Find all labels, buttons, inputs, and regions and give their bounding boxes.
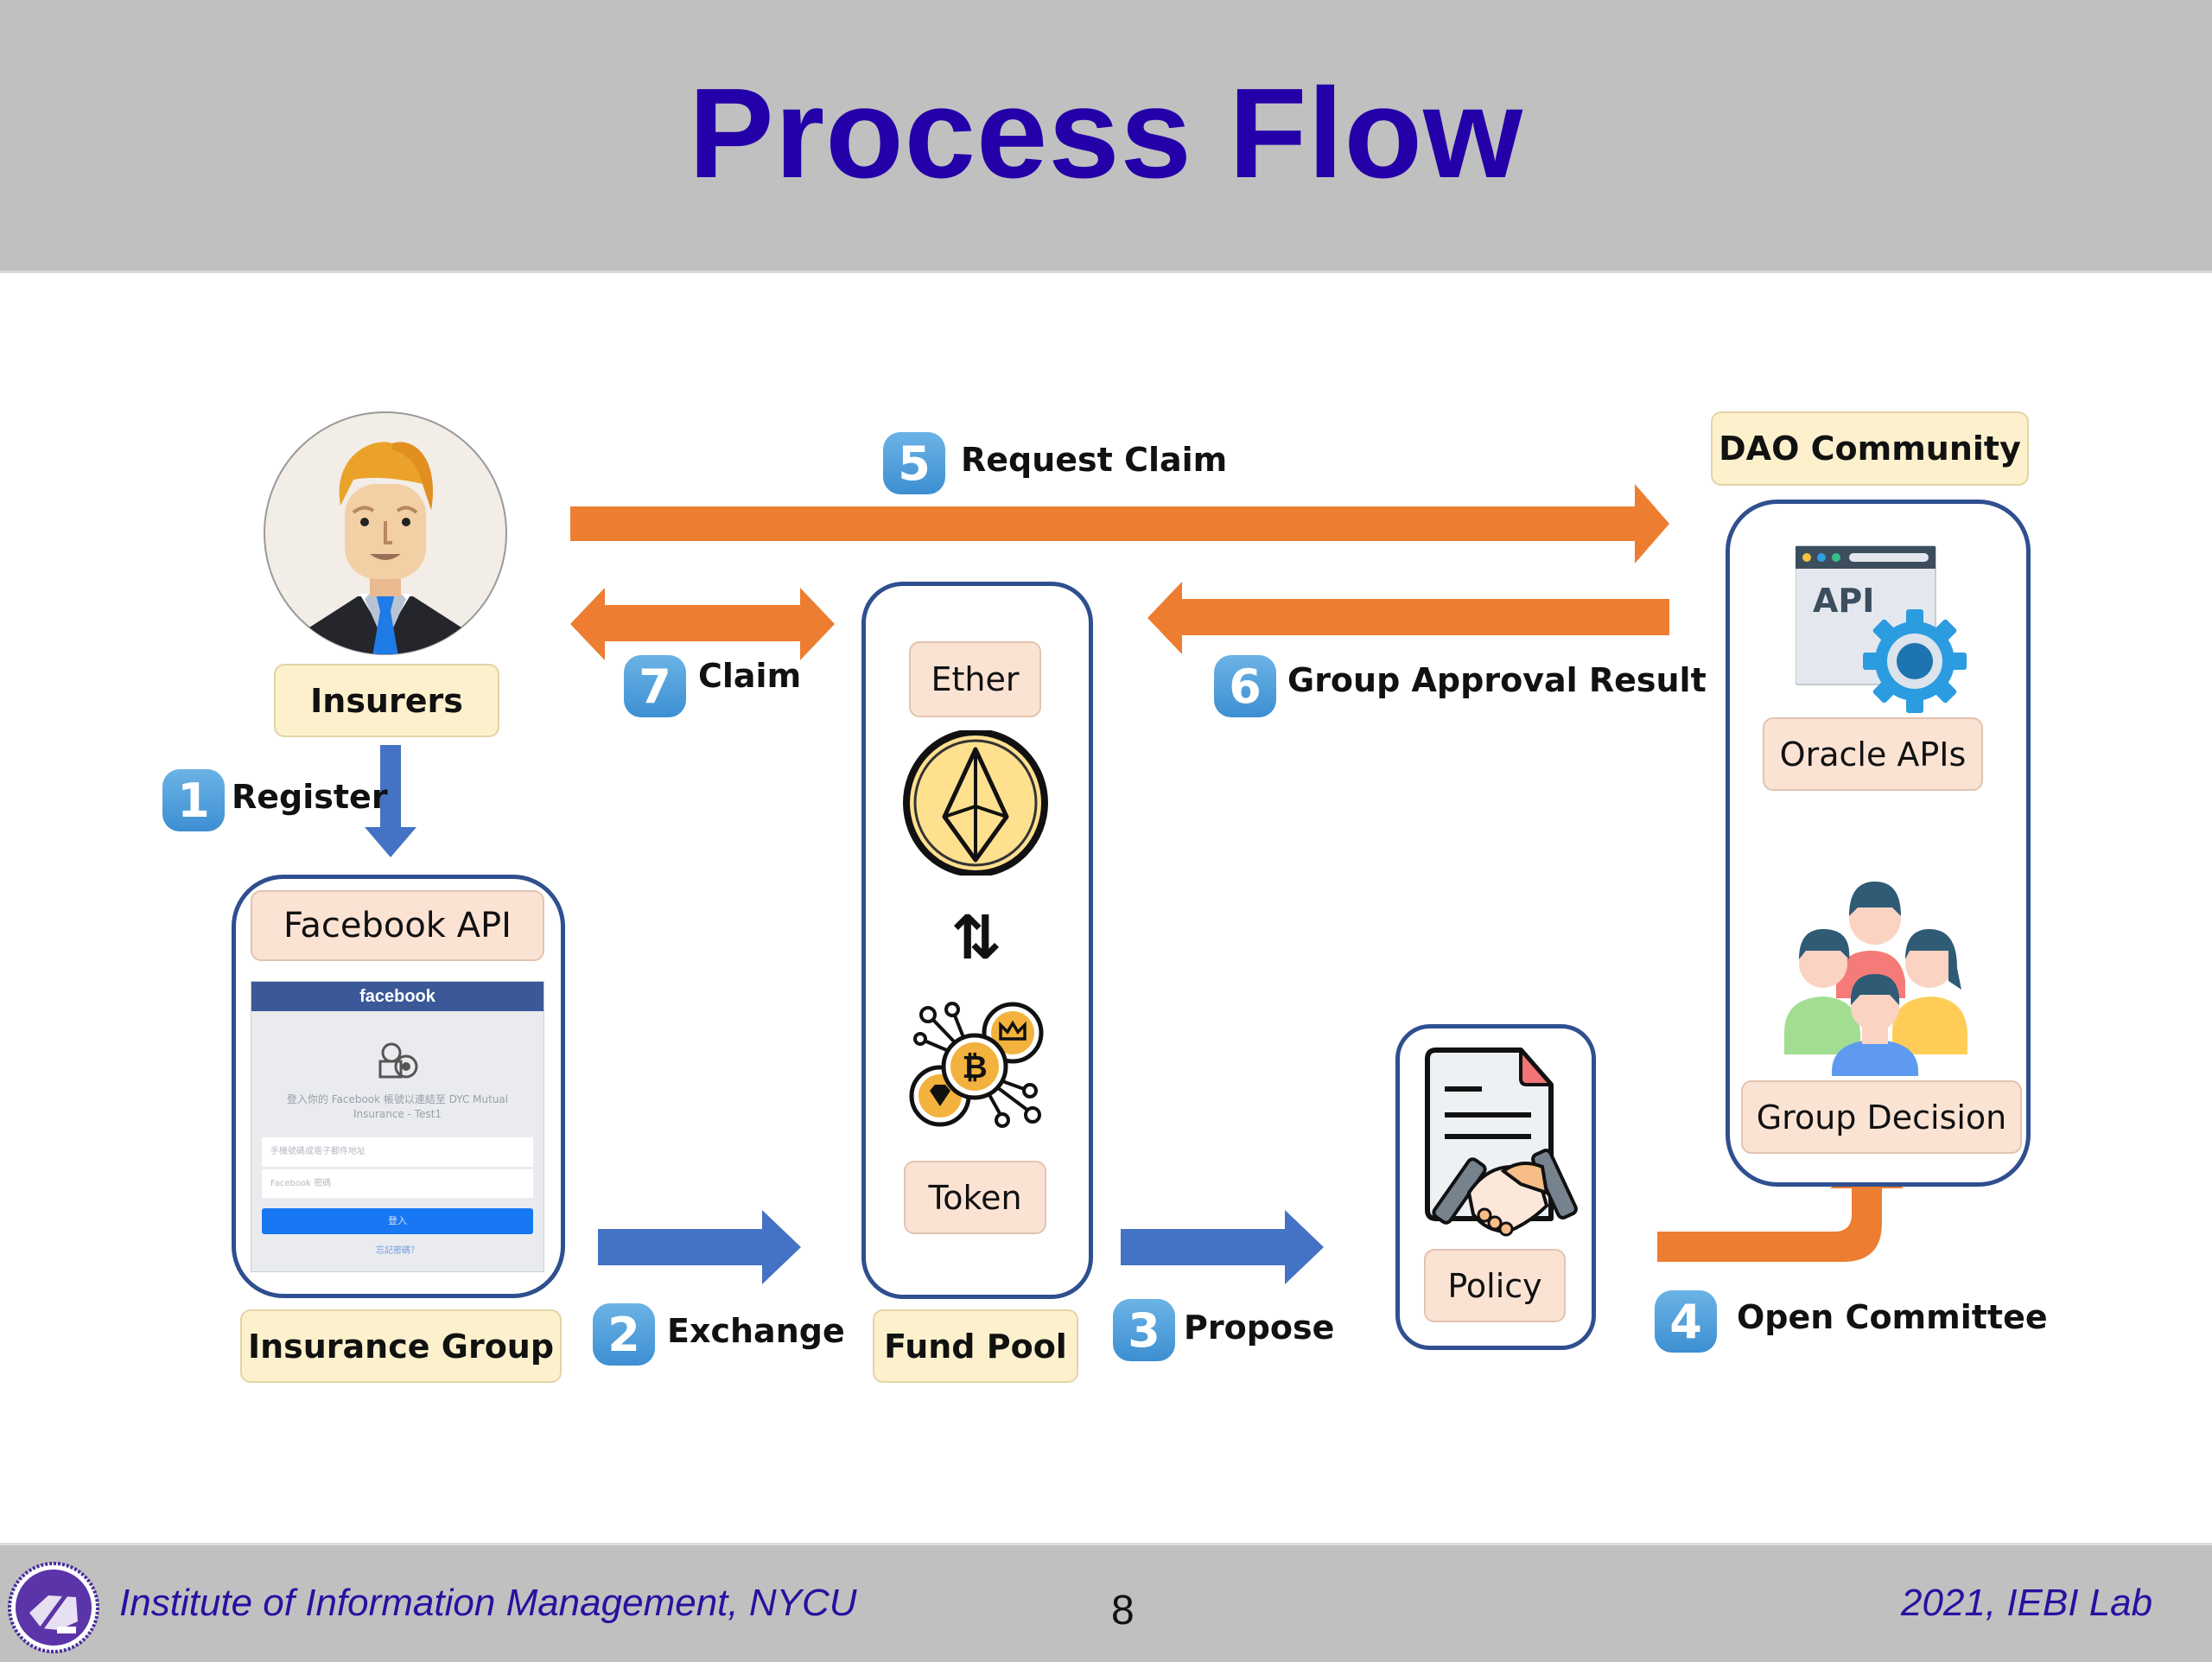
nycu-logo-icon [8,1562,99,1653]
step-badge-5: 5 [883,432,945,494]
register-arrow [365,745,416,857]
claim-double-arrow [570,588,835,660]
crypto-tokens-icon: ₿ [909,1002,1044,1128]
ether-label: Ether [909,641,1041,717]
businessman-avatar-icon [264,411,507,655]
svg-text:API: API [1813,582,1874,620]
lab-credit: 2021, IEBI Lab [1901,1582,2153,1624]
step-badge-6: 6 [1214,655,1276,717]
footer-band: Institute of Information Management, NYC… [0,1543,2212,1662]
step-label-propose: Propose [1184,1309,1335,1347]
facebook-api-label: Facebook API [251,890,544,961]
token-label: Token [904,1161,1046,1234]
facebook-login-screenshot: facebook 登入你的 Facebook 帳號以連結至 DYC Mutual… [251,981,544,1272]
fund-pool-label: Fund Pool [873,1309,1078,1383]
facebook-forgot-password-link[interactable]: 忘記密碼？ [376,1246,419,1256]
step-badge-3: 3 [1113,1299,1175,1361]
facebook-email-input[interactable]: 手機號碼或電子郵件地址 [262,1137,533,1167]
group-approval-result-arrow [1147,582,1669,654]
institute-name: Institute of Information Management, NYC… [119,1582,857,1624]
facebook-login-button[interactable]: 登入 [262,1208,533,1234]
page-title: Process Flow [688,62,1524,205]
step-label-exchange: Exchange [667,1312,845,1350]
svg-text:₿: ₿ [962,1050,987,1086]
title-band: Process Flow [0,0,2212,273]
propose-arrow [1121,1210,1324,1284]
page-number: 8 [1111,1588,1135,1633]
facebook-password-input[interactable]: Facebook 密碼 [262,1168,533,1198]
exchange-arrow [598,1210,801,1284]
step-badge-7: 7 [624,655,686,717]
dao-community-label: DAO Community [1711,411,2029,486]
contract-handshake-icon [1425,1048,1578,1237]
insurance-group-label: Insurance Group [240,1309,562,1383]
oracle-apis-label: Oracle APIs [1763,717,1983,791]
ether-coin-icon [903,730,1048,876]
step-label-request-claim: Request Claim [961,441,1228,479]
api-gear-icon: API [1796,545,1967,713]
step-label-register: Register [232,778,388,816]
policy-label: Policy [1424,1249,1566,1322]
step-badge-2: 2 [593,1303,655,1366]
step-badge-4: 4 [1655,1290,1717,1353]
step-label-group-approval-result: Group Approval Result [1287,661,1707,699]
request-claim-arrow [570,484,1669,564]
app-link-icon [378,1042,418,1079]
group-decision-label: Group Decision [1741,1080,2022,1154]
exchange-arrows-icon: ⇅ [950,902,1002,973]
step-label-claim: Claim [698,657,802,695]
group-people-icon [1784,882,1967,1076]
facebook-login-message: 登入你的 Facebook 帳號以連結至 DYC Mutual Insuranc… [286,1093,509,1120]
step-label-open-committee: Open Committee [1737,1298,2048,1336]
insurers-label: Insurers [274,664,499,737]
facebook-brand-bar: facebook [251,982,543,1011]
step-badge-1: 1 [162,769,225,831]
